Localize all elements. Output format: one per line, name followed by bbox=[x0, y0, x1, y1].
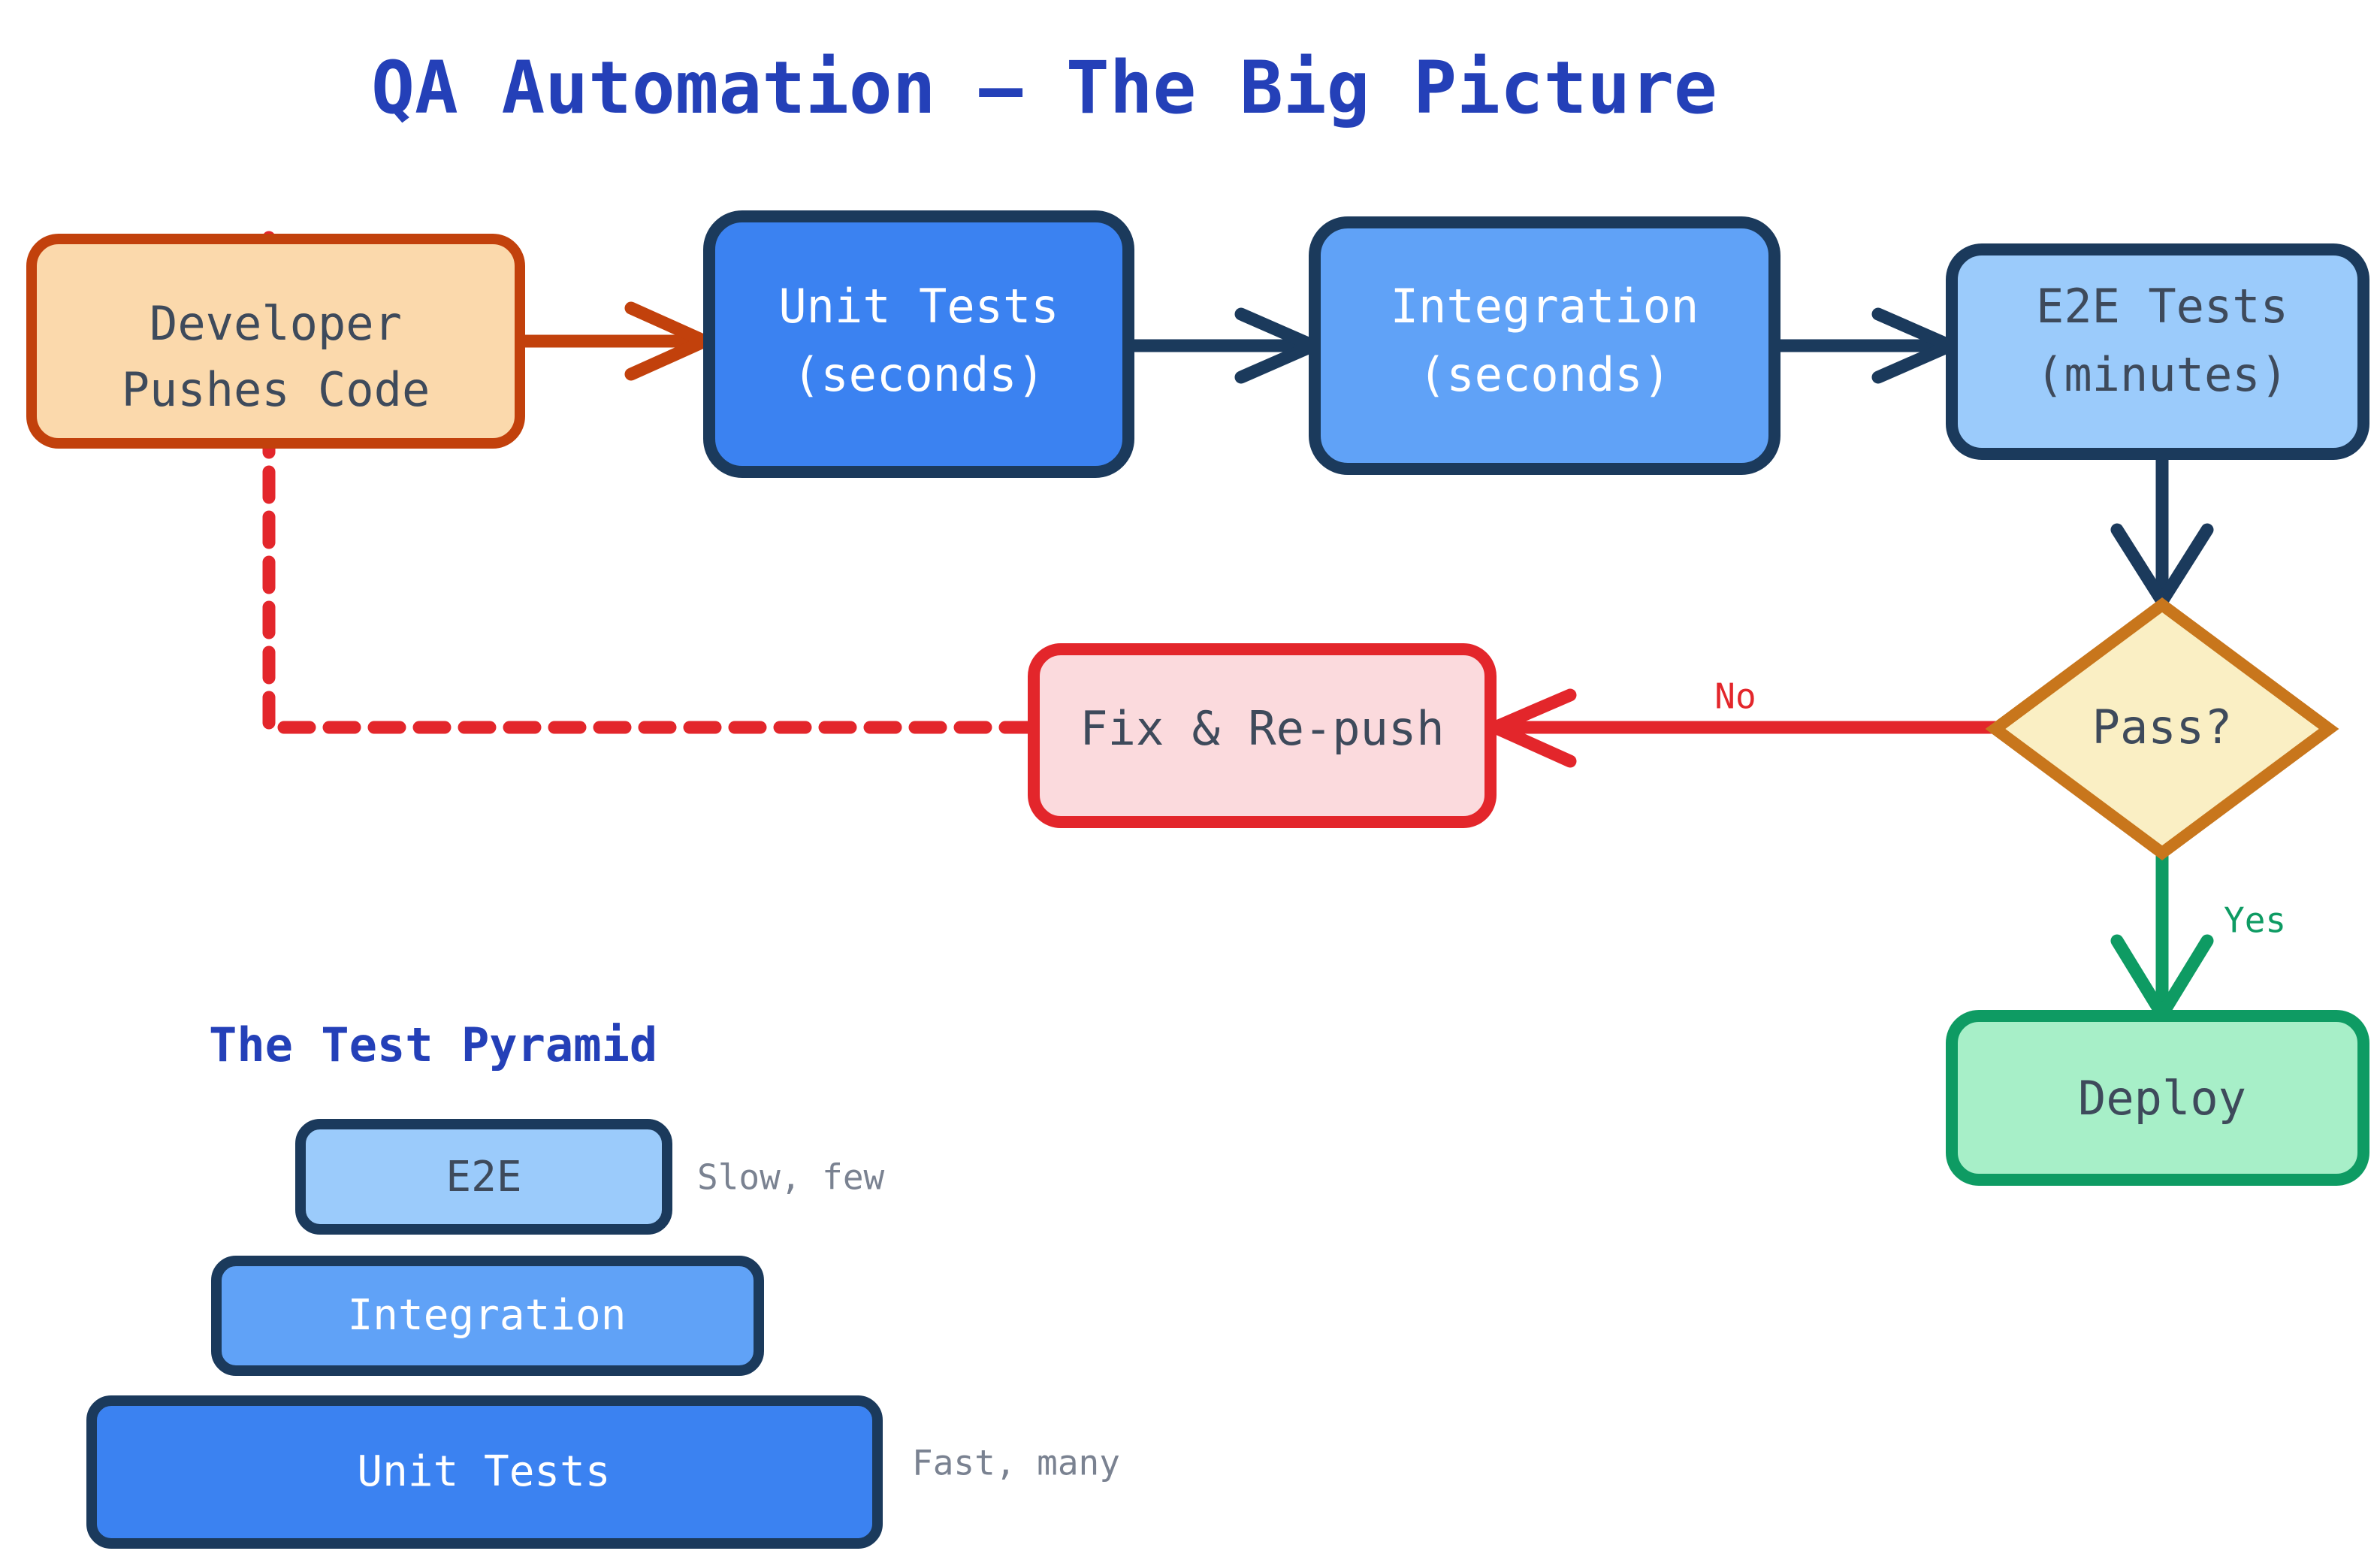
pyramid-label-unit-tests: Unit Tests bbox=[357, 1447, 610, 1496]
node-label-e2e-tests-line1: E2E Tests bbox=[2036, 279, 2288, 334]
pyramid-level-unit-tests[interactable]: Unit Tests Fast, many bbox=[86, 1395, 1120, 1549]
page-title: QA Automation — The Big Picture bbox=[371, 46, 1717, 130]
node-label-e2e-tests-line2: (minutes) bbox=[2036, 347, 2288, 402]
node-label-developer-line2: Pushes Code bbox=[122, 362, 430, 417]
pyramid-label-e2e: E2E bbox=[445, 1153, 521, 1202]
edge-integration-to-e2e-tests bbox=[1768, 307, 1957, 384]
pyramid-shape-e2e bbox=[295, 1119, 672, 1235]
pyramid-level-integration[interactable]: Integration bbox=[211, 1256, 764, 1376]
pyramid-shape-unit-tests bbox=[86, 1395, 883, 1549]
node-shape-pass-decision bbox=[1985, 597, 2339, 860]
pyramid-level-e2e[interactable]: E2E Slow, few bbox=[295, 1119, 885, 1235]
node-shape-fix-repush bbox=[1028, 643, 1497, 828]
node-shape-developer bbox=[26, 234, 525, 449]
node-e2e-tests[interactable]: E2E Tests (minutes) bbox=[1946, 243, 2369, 460]
node-fix-repush[interactable]: Fix & Re-push bbox=[1028, 643, 1497, 828]
node-label-integration-line2: (seconds) bbox=[1418, 347, 1671, 402]
edge-pass-decision-to-deploy: Yes bbox=[2110, 850, 2286, 1021]
edge-developer-to-unit-tests bbox=[513, 301, 711, 381]
node-shape-unit-tests bbox=[703, 210, 1134, 478]
node-label-unit-tests-line2: (seconds) bbox=[793, 347, 1045, 402]
edge-label-yes: Yes bbox=[2224, 900, 2286, 941]
node-label-pass-decision: Pass? bbox=[2092, 700, 2233, 754]
node-label-developer-line1: Developer bbox=[150, 296, 402, 351]
node-shape-integration bbox=[1309, 216, 1780, 475]
edge-pass-decision-to-fix-repush: No bbox=[1488, 676, 2005, 768]
pyramid-annotation-e2e: Slow, few bbox=[697, 1157, 885, 1198]
pyramid-shape-integration bbox=[211, 1256, 764, 1376]
node-integration[interactable]: Integration (seconds) bbox=[1309, 216, 1780, 475]
node-deploy[interactable]: Deploy bbox=[1946, 1010, 2369, 1186]
node-shape-deploy bbox=[1946, 1010, 2369, 1186]
node-shape-e2e-tests bbox=[1946, 243, 2369, 460]
pyramid-annotation-unit-tests: Fast, many bbox=[912, 1443, 1120, 1483]
edge-e2e-tests-to-pass-decision bbox=[2110, 448, 2214, 608]
pyramid-label-integration: Integration bbox=[348, 1291, 627, 1340]
edge-label-no: No bbox=[1714, 676, 1756, 717]
node-label-integration-line1: Integration bbox=[1391, 279, 1699, 334]
node-developer-pushes-code[interactable]: Developer Pushes Code bbox=[26, 234, 525, 449]
node-label-deploy: Deploy bbox=[2078, 1071, 2246, 1126]
edge-unit-tests-to-integration bbox=[1122, 307, 1320, 384]
node-label-fix-repush: Fix & Re-push bbox=[1080, 701, 1444, 756]
pyramid-heading: The Test Pyramid bbox=[209, 1017, 657, 1072]
node-label-unit-tests-line1: Unit Tests bbox=[778, 279, 1059, 334]
node-pass-decision[interactable]: Pass? bbox=[1985, 597, 2339, 860]
node-unit-tests[interactable]: Unit Tests (seconds) bbox=[703, 210, 1134, 478]
